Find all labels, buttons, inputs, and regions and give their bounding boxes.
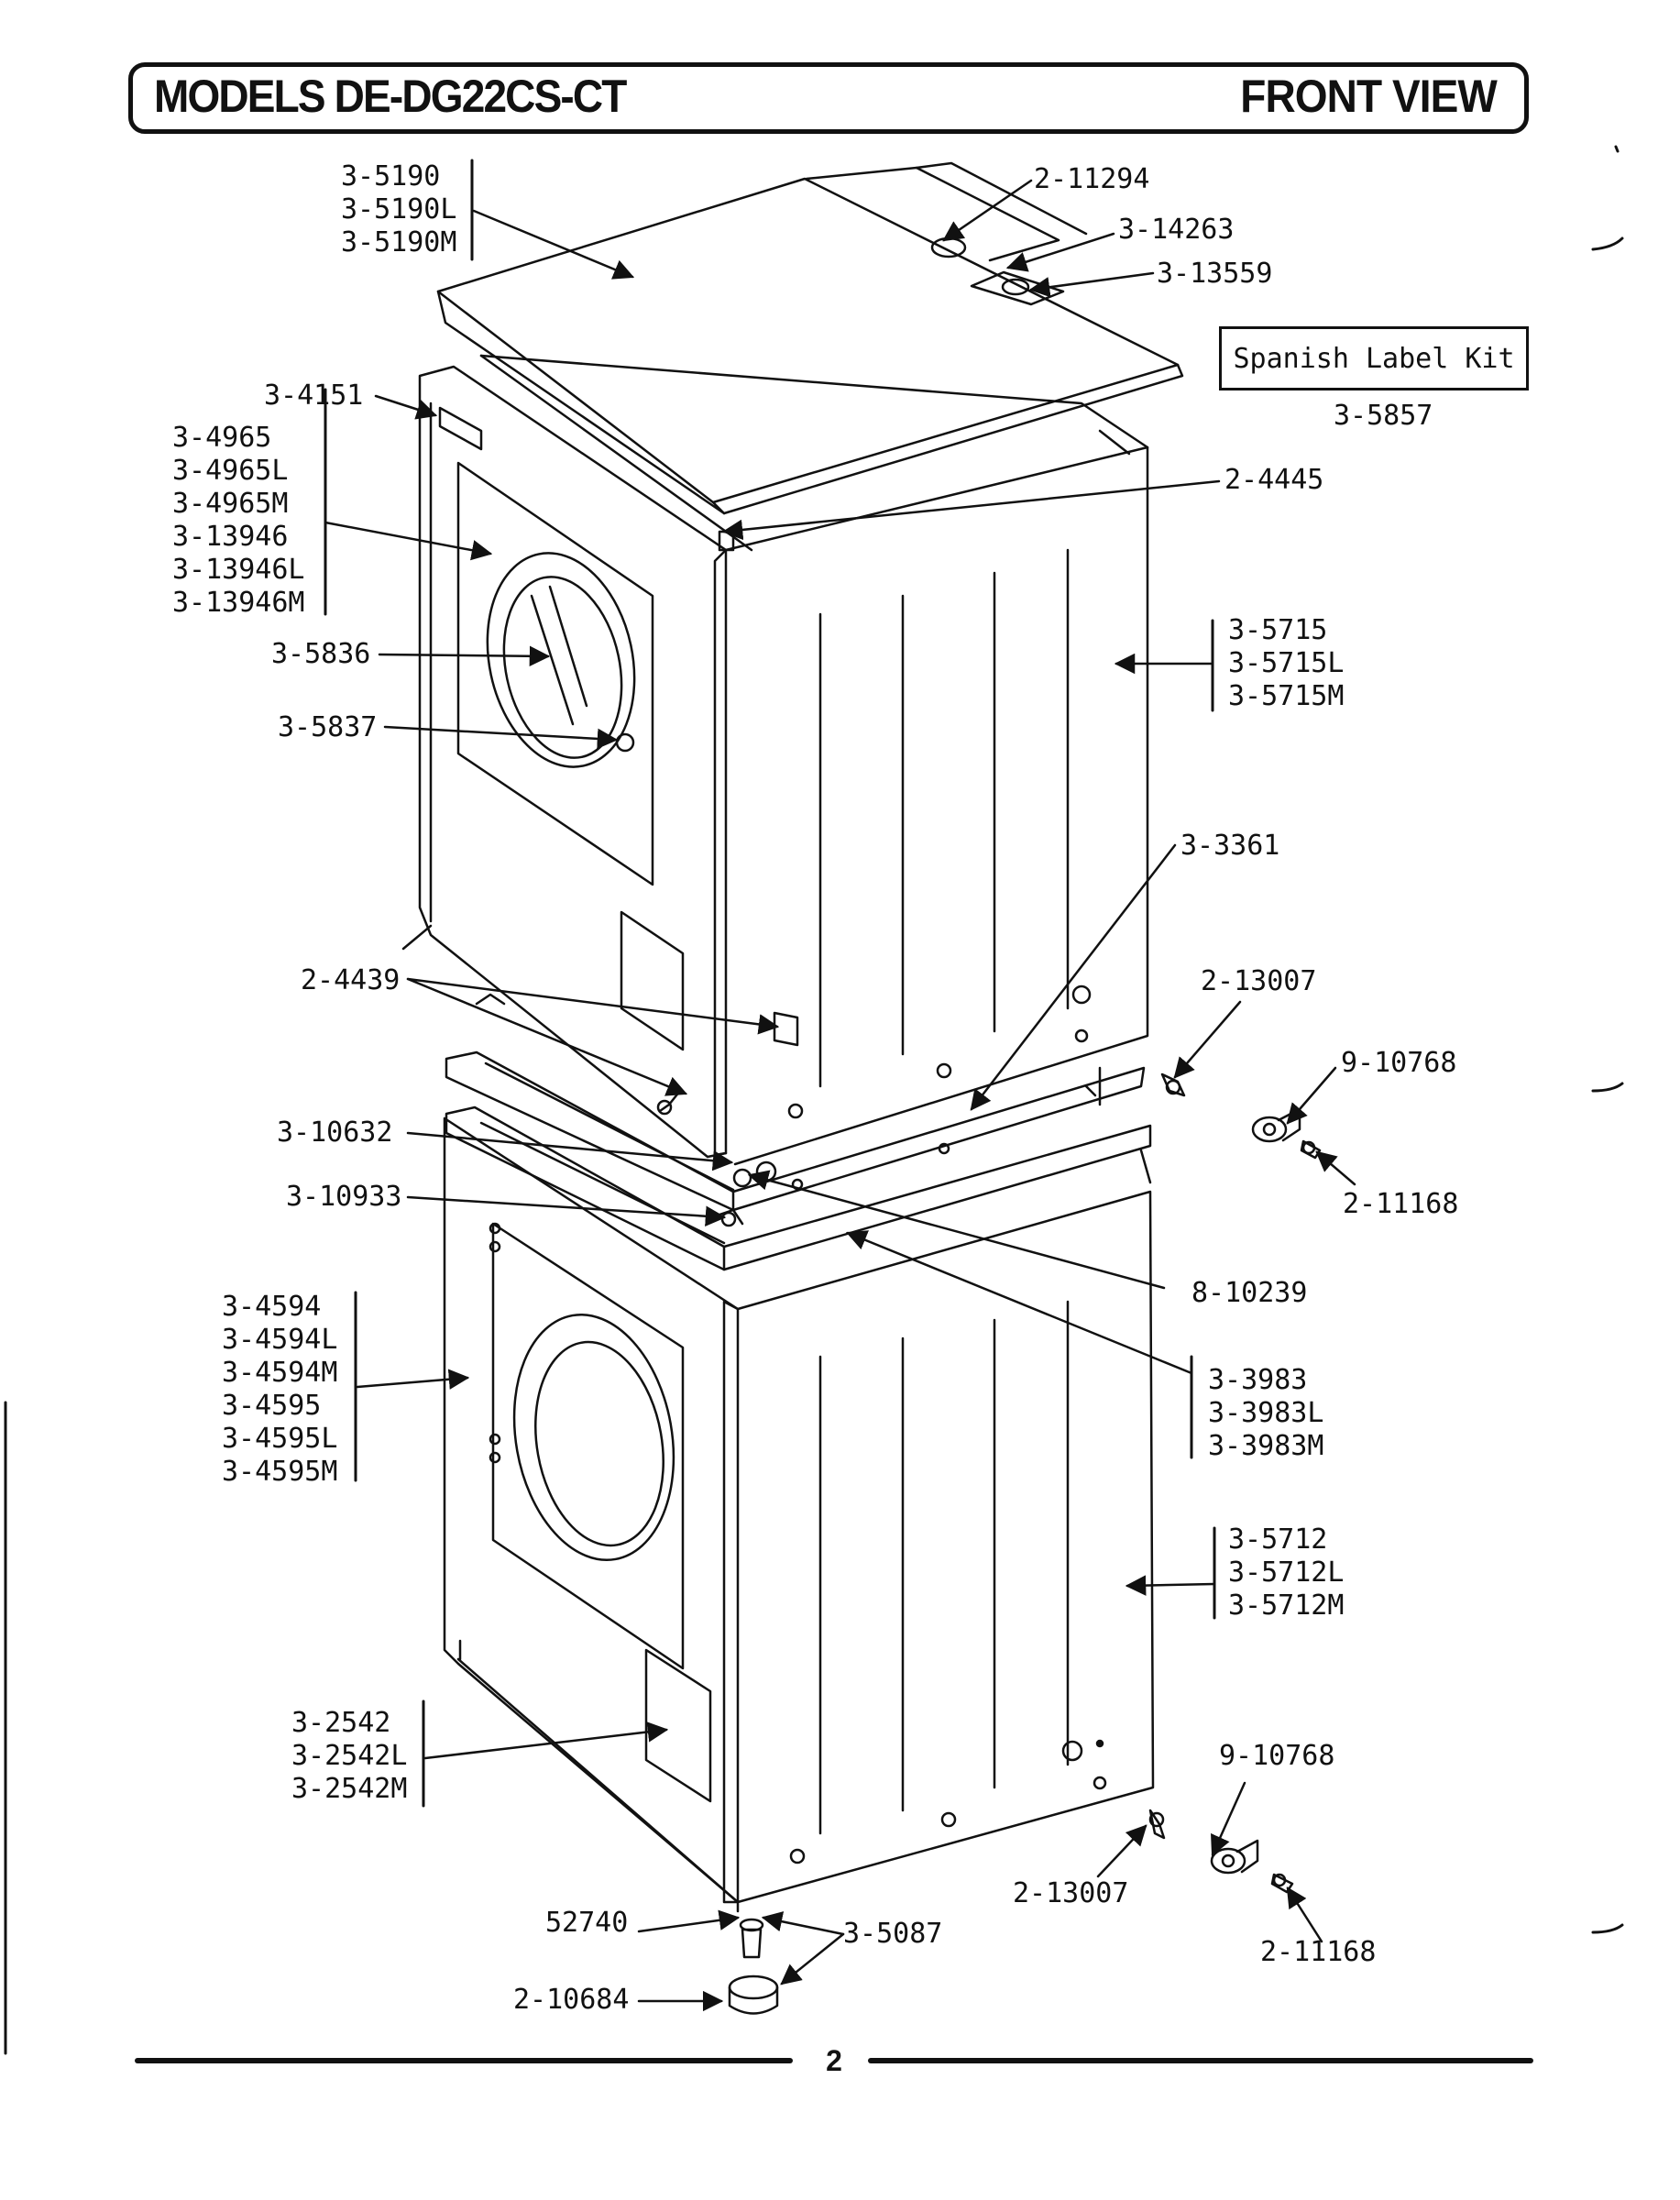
header-frame <box>128 62 1529 134</box>
part-number: 3-3983 <box>1208 1364 1308 1396</box>
part-number: 3-2542L <box>291 1740 408 1772</box>
margin-marks <box>4 145 1624 2055</box>
part-number: 3-4594 <box>222 1291 322 1323</box>
label-2-11168-upper: 2-11168 <box>1343 1188 1459 1220</box>
label-3-5836: 3-5836 <box>271 638 371 670</box>
label-3-5857: 3-5857 <box>1334 400 1433 432</box>
part-number: 3-4595L <box>222 1423 338 1455</box>
label-9-10768-lower: 9-10768 <box>1219 1740 1335 1772</box>
part-number: 3-13946M <box>172 587 305 619</box>
upper-dryer <box>401 354 1149 1166</box>
part-number: 3-4595 <box>222 1390 322 1422</box>
part-number: 3-4965L <box>172 455 289 487</box>
part-number: 3-5190M <box>341 226 457 258</box>
label-group-top-panel: 3-5190 3-5190L 3-5190M <box>341 160 456 259</box>
label-group-front-lower: 3-4594 3-4594L 3-4594M 3-4595 3-4595L 3-… <box>222 1291 337 1489</box>
spanish-label-kit-box: Spanish Label Kit <box>1219 326 1529 390</box>
label-2-4445: 2-4445 <box>1224 464 1324 496</box>
group-brackets <box>324 159 1216 1808</box>
part-number: 3-5712L <box>1228 1556 1345 1589</box>
part-number: 3-5715M <box>1228 680 1345 712</box>
label-8-10239: 8-10239 <box>1191 1277 1308 1309</box>
label-3-4151: 3-4151 <box>264 380 364 412</box>
part-number: 3-5712 <box>1228 1524 1328 1556</box>
part-number: 3-5712M <box>1228 1590 1345 1622</box>
part-number: 3-13946L <box>172 554 305 586</box>
label-3-13559: 3-13559 <box>1157 258 1273 290</box>
part-number: 3-2542M <box>291 1773 408 1805</box>
part-number: 3-4965 <box>172 422 272 454</box>
label-2-13007-upper: 2-13007 <box>1201 965 1317 997</box>
part-number: 3-4594M <box>222 1357 338 1389</box>
label-2-11168-lower: 2-11168 <box>1260 1936 1377 1968</box>
part-number: 3-5190 <box>341 160 441 192</box>
label-group-upper-cabinet: 3-5715 3-5715L 3-5715M <box>1228 614 1344 713</box>
label-52740: 52740 <box>545 1907 629 1939</box>
part-number: 3-5715 <box>1228 614 1328 646</box>
part-number: 3-4595M <box>222 1456 338 1488</box>
stack-frame <box>445 993 1146 1212</box>
part-number: 3-5190L <box>341 193 457 226</box>
label-2-13007-lower: 2-13007 <box>1013 1877 1129 1909</box>
label-2-11294: 2-11294 <box>1034 163 1150 195</box>
label-group-access-panel: 3-2542 3-2542L 3-2542M <box>291 1707 407 1806</box>
lower-washer <box>443 1116 1155 2015</box>
label-3-14263: 3-14263 <box>1118 214 1235 246</box>
label-2-10684: 2-10684 <box>513 1984 630 2016</box>
view-title: FRONT VIEW <box>1240 71 1497 122</box>
leader-lines <box>324 179 1356 2012</box>
page-number: 2 <box>826 2044 842 2077</box>
part-number: 3-2542 <box>291 1707 391 1739</box>
label-3-5087: 3-5087 <box>843 1918 943 1950</box>
label-group-stack-frame: 3-3983 3-3983L 3-3983M <box>1208 1364 1323 1463</box>
part-number: 3-3983M <box>1208 1430 1324 1462</box>
label-2-4439: 2-4439 <box>301 964 401 996</box>
part-number: 3-5715L <box>1228 647 1345 679</box>
label-3-10933: 3-10933 <box>286 1181 402 1213</box>
part-number: 3-3983L <box>1208 1397 1324 1429</box>
label-3-10632: 3-10632 <box>277 1116 393 1149</box>
top-panel <box>436 161 1184 515</box>
label-group-lower-cabinet: 3-5712 3-5712L 3-5712M <box>1228 1524 1344 1622</box>
part-number: 3-4594L <box>222 1324 338 1356</box>
label-group-door: 3-4965 3-4965L 3-4965M 3-13946 3-13946L … <box>172 422 305 620</box>
part-number: 3-4965M <box>172 488 289 520</box>
label-9-10768-upper: 9-10768 <box>1341 1047 1457 1079</box>
part-number: 3-13946 <box>172 521 289 553</box>
label-3-5837: 3-5837 <box>278 711 378 743</box>
page-title: MODELS DE-DG22CS-CT <box>154 71 627 122</box>
label-3-3361: 3-3361 <box>1180 830 1280 862</box>
